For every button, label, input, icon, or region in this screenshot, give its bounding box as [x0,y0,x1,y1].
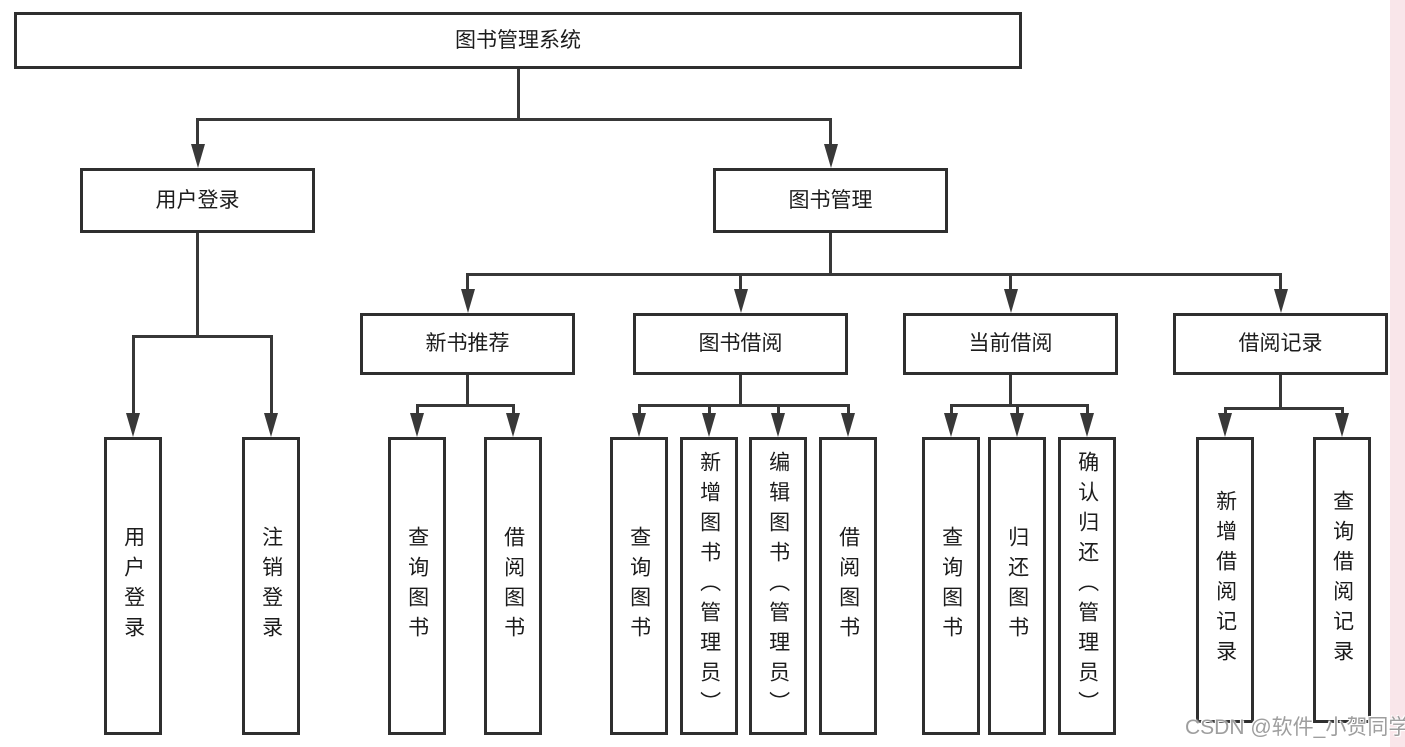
node-leaf-borrow-books-borrowing: 借阅图书 [819,437,877,735]
arrow-down-icon [944,413,958,437]
arrow-down-icon [1273,289,1288,313]
node-new-book-recommend-label: 新书推荐 [425,332,510,356]
arrow-down-icon [823,144,838,168]
connector-line [466,273,1282,276]
connector-line [1015,404,1019,419]
node-book-management-label: 图书管理 [788,188,873,212]
node-leaf-return-books: 归还图书 [988,437,1046,735]
connector-line [415,404,419,419]
connector-line [637,404,850,407]
node-root-system-label: 图书管理系统 [455,28,581,52]
connector-line [466,375,469,407]
node-leaf-query-books-borrowing: 查询图书 [610,437,668,735]
node-new-book-recommend: 新书推荐 [360,313,575,375]
connector-line [1223,407,1344,410]
arrow-down-icon [1010,413,1024,437]
arrow-down-icon [190,144,205,168]
node-leaf-add-borrow-record: 新增借阅记录 [1196,437,1254,723]
connector-line [516,69,520,121]
connector-line [846,404,850,419]
node-leaf-user-login: 用户登录 [104,437,162,735]
node-user-login: 用户登录 [80,168,315,233]
node-leaf-edit-books-admin-label: 编辑图书（管理员） [766,451,790,721]
arrow-down-icon [1335,413,1349,437]
csdn-watermark: CSDN @软件_小贺同学 [1185,716,1405,739]
connector-line [269,335,273,419]
node-leaf-edit-books-admin: 编辑图书（管理员） [749,437,807,735]
arrow-down-icon [702,413,716,437]
node-book-borrowing-label: 图书借阅 [698,332,783,356]
node-leaf-logout: 注销登录 [242,437,300,735]
node-leaf-add-borrow-record-label: 新增借阅记录 [1213,490,1237,670]
connector-line [776,404,780,419]
connector-line [466,273,469,295]
node-root-system: 图书管理系统 [14,12,1022,69]
connector-line [511,404,515,419]
connector-line [415,404,515,407]
node-leaf-confirm-return-admin: 确认归还（管理员） [1058,437,1116,735]
node-leaf-borrow-books-recommend-label: 借阅图书 [501,526,525,646]
connector-line [1279,375,1282,410]
right-edge-strip [1390,0,1405,747]
connector-line [829,233,832,276]
arrow-down-icon [264,413,278,437]
node-leaf-borrow-books-borrowing-label: 借阅图书 [836,526,860,646]
arrow-down-icon [460,289,475,313]
connector-line [1009,375,1012,407]
node-leaf-add-books-admin: 新增图书（管理员） [680,437,738,735]
connector-line [739,273,742,295]
node-leaf-query-books-current: 查询图书 [922,437,980,735]
connector-line [637,404,641,419]
node-leaf-user-login-label: 用户登录 [121,526,145,646]
connector-line [131,335,135,419]
node-leaf-query-books-recommend-label: 查询图书 [405,526,429,646]
connector-line [829,118,832,150]
node-leaf-query-books-current-label: 查询图书 [939,526,963,646]
node-leaf-return-books-label: 归还图书 [1005,526,1029,646]
connector-line [1085,404,1089,419]
arrow-down-icon [410,413,424,437]
connector-line [739,375,742,407]
node-leaf-add-books-admin-label: 新增图书（管理员） [697,451,721,721]
node-leaf-query-borrow-record-label: 查询借阅记录 [1330,490,1354,670]
connector-line [949,404,953,419]
connector-line [1279,273,1282,295]
node-leaf-query-books-borrowing-label: 查询图书 [627,526,651,646]
node-leaf-query-books-recommend: 查询图书 [388,437,446,735]
arrow-down-icon [126,413,140,437]
arrow-down-icon [841,413,855,437]
connector-line [707,404,711,419]
node-user-login-label: 用户登录 [155,188,240,212]
arrow-down-icon [1218,413,1232,437]
node-leaf-logout-label: 注销登录 [259,526,283,646]
arrow-down-icon [733,289,748,313]
connector-line [949,404,1089,407]
node-borrow-records-label: 借阅记录 [1238,332,1323,356]
arrow-down-icon [506,413,520,437]
arrow-down-icon [1080,413,1094,437]
node-current-borrowing: 当前借阅 [903,313,1118,375]
node-book-management: 图书管理 [713,168,948,233]
connector-line [131,335,273,338]
arrow-down-icon [632,413,646,437]
node-leaf-confirm-return-admin-label: 确认归还（管理员） [1075,451,1099,721]
connector-line [196,233,199,338]
node-borrow-records: 借阅记录 [1173,313,1388,375]
connector-line [196,118,832,121]
connector-line [196,118,199,150]
node-current-borrowing-label: 当前借阅 [968,332,1053,356]
node-leaf-query-borrow-record: 查询借阅记录 [1313,437,1371,723]
connector-line [1009,273,1012,295]
node-leaf-borrow-books-recommend: 借阅图书 [484,437,542,735]
arrow-down-icon [771,413,785,437]
arrow-down-icon [1003,289,1018,313]
node-book-borrowing: 图书借阅 [633,313,848,375]
